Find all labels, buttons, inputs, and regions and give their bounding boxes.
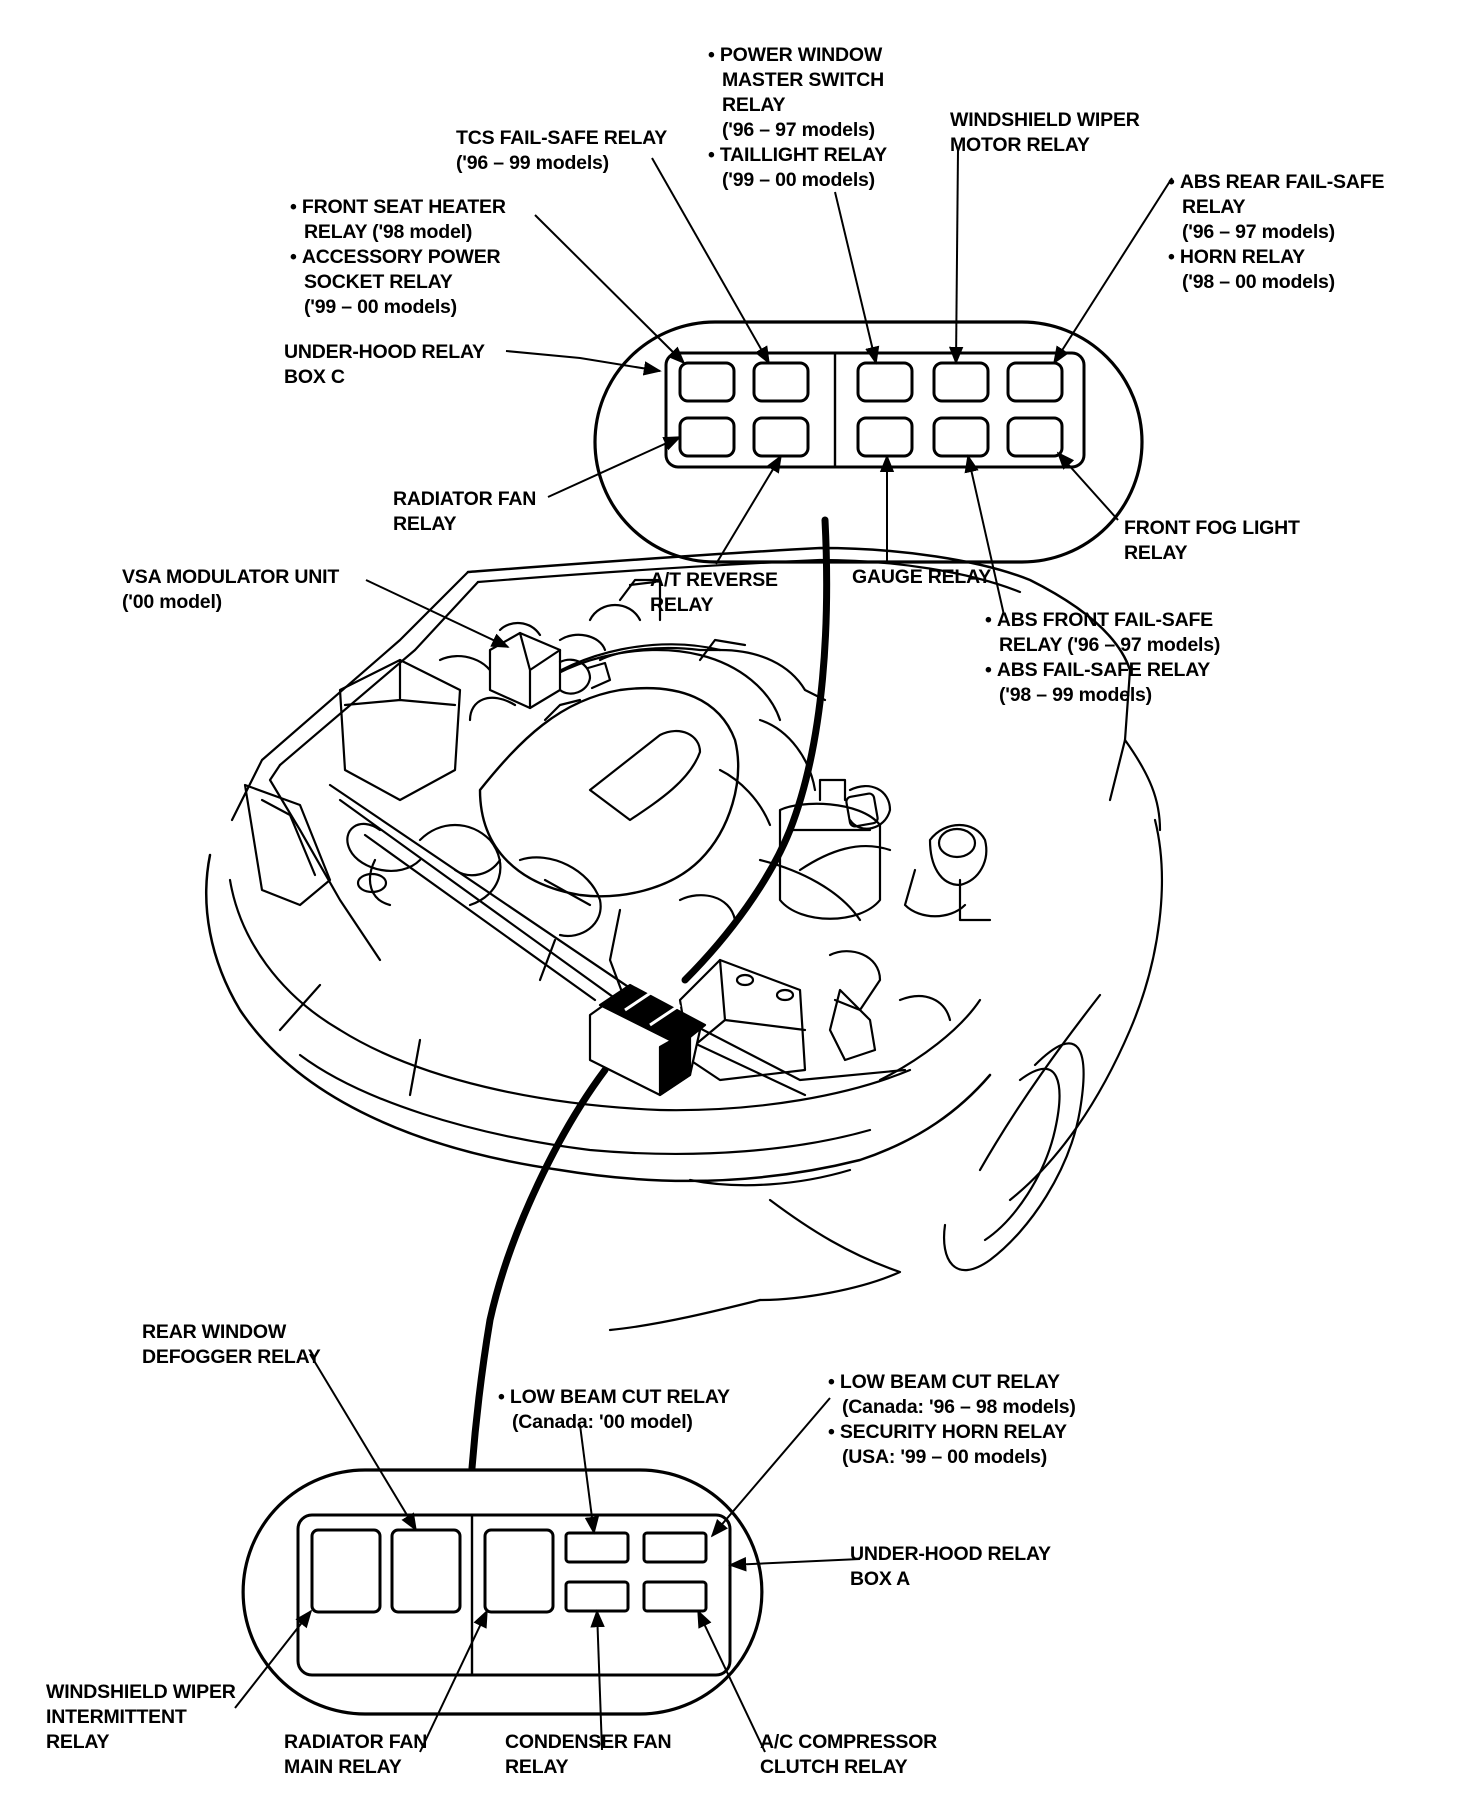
- relay-slot-a-7: [642, 1580, 708, 1613]
- label-tcs-fail-safe: TCS FAIL-SAFE RELAY ('96 – 99 models): [456, 127, 668, 174]
- leader-lines: [234, 149, 1173, 1753]
- label-ac-compressor-clutch: A/C COMPRESSOR CLUTCH RELAY: [760, 1731, 938, 1778]
- relay-slot-c-9: [932, 416, 990, 458]
- relay-slot-a-3: [483, 1528, 555, 1614]
- under-hood-relay-box-a: [241, 1468, 764, 1716]
- harness-wires: [468, 516, 831, 1472]
- label-low-beam-canada-00: LOW BEAM CUT RELAY (Canada: '00 model): [498, 1385, 730, 1435]
- car-engine-illustration: [205, 546, 1163, 1332]
- label-front-seat-accessory: FRONT SEAT HEATER RELAY ('98 model) ACCE…: [290, 195, 506, 320]
- label-under-hood-box-a: UNDER-HOOD RELAY BOX A: [850, 1543, 1051, 1590]
- relay-slot-a-4: [564, 1531, 630, 1564]
- relay-slot-a-6: [564, 1580, 630, 1613]
- relay-slot-a-2: [390, 1528, 462, 1614]
- label-rear-defogger: REAR WINDOW DEFOGGER RELAY: [142, 1321, 321, 1368]
- relay-slot-a-5: [642, 1531, 708, 1564]
- label-power-window-taillight: POWER WINDOW MASTER SWITCH RELAY ('96 – …: [708, 43, 887, 193]
- label-under-hood-box-c: UNDER-HOOD RELAY BOX C: [284, 341, 485, 388]
- relay-slot-c-3: [856, 361, 914, 403]
- relay-slot-c-4: [932, 361, 990, 403]
- relay-slot-c-1: [678, 361, 736, 403]
- label-vsa-modulator: VSA MODULATOR UNIT ('00 model): [122, 566, 340, 613]
- label-windshield-wiper-motor: WINDSHIELD WIPER MOTOR RELAY: [950, 109, 1140, 156]
- label-at-reverse: A/T REVERSE RELAY: [650, 569, 778, 616]
- relay-slot-c-2: [752, 361, 810, 403]
- label-front-fog-light: FRONT FOG LIGHT RELAY: [1124, 517, 1300, 564]
- relay-slot-c-10: [1006, 416, 1064, 458]
- relay-slot-a-1: [310, 1528, 382, 1614]
- label-radiator-fan-relay: RADIATOR FAN RELAY: [393, 488, 537, 535]
- label-radiator-fan-main: RADIATOR FAN MAIN RELAY: [284, 1731, 428, 1778]
- label-wiper-intermittent: WINDSHIELD WIPER INTERMITTENT RELAY: [46, 1681, 236, 1753]
- label-abs-rear-horn: ABS REAR FAIL-SAFE RELAY ('96 – 97 model…: [1168, 170, 1385, 295]
- label-gauge-relay: GAUGE RELAY: [852, 566, 992, 588]
- label-condenser-fan: CONDENSER FAN RELAY: [505, 1731, 672, 1778]
- relay-slot-c-8: [856, 416, 914, 458]
- label-abs-front-fail-safe: ABS FRONT FAIL-SAFE RELAY ('96 – 97 mode…: [985, 608, 1220, 708]
- label-low-beam-security-horn: LOW BEAM CUT RELAY (Canada: '96 – 98 mod…: [828, 1370, 1076, 1470]
- relay-slot-c-7: [752, 416, 810, 458]
- relay-slot-c-6: [678, 416, 736, 458]
- under-hood-relay-box-c: [593, 320, 1144, 564]
- relay-box-on-car: [588, 983, 707, 1097]
- relay-slot-c-5: [1006, 361, 1064, 403]
